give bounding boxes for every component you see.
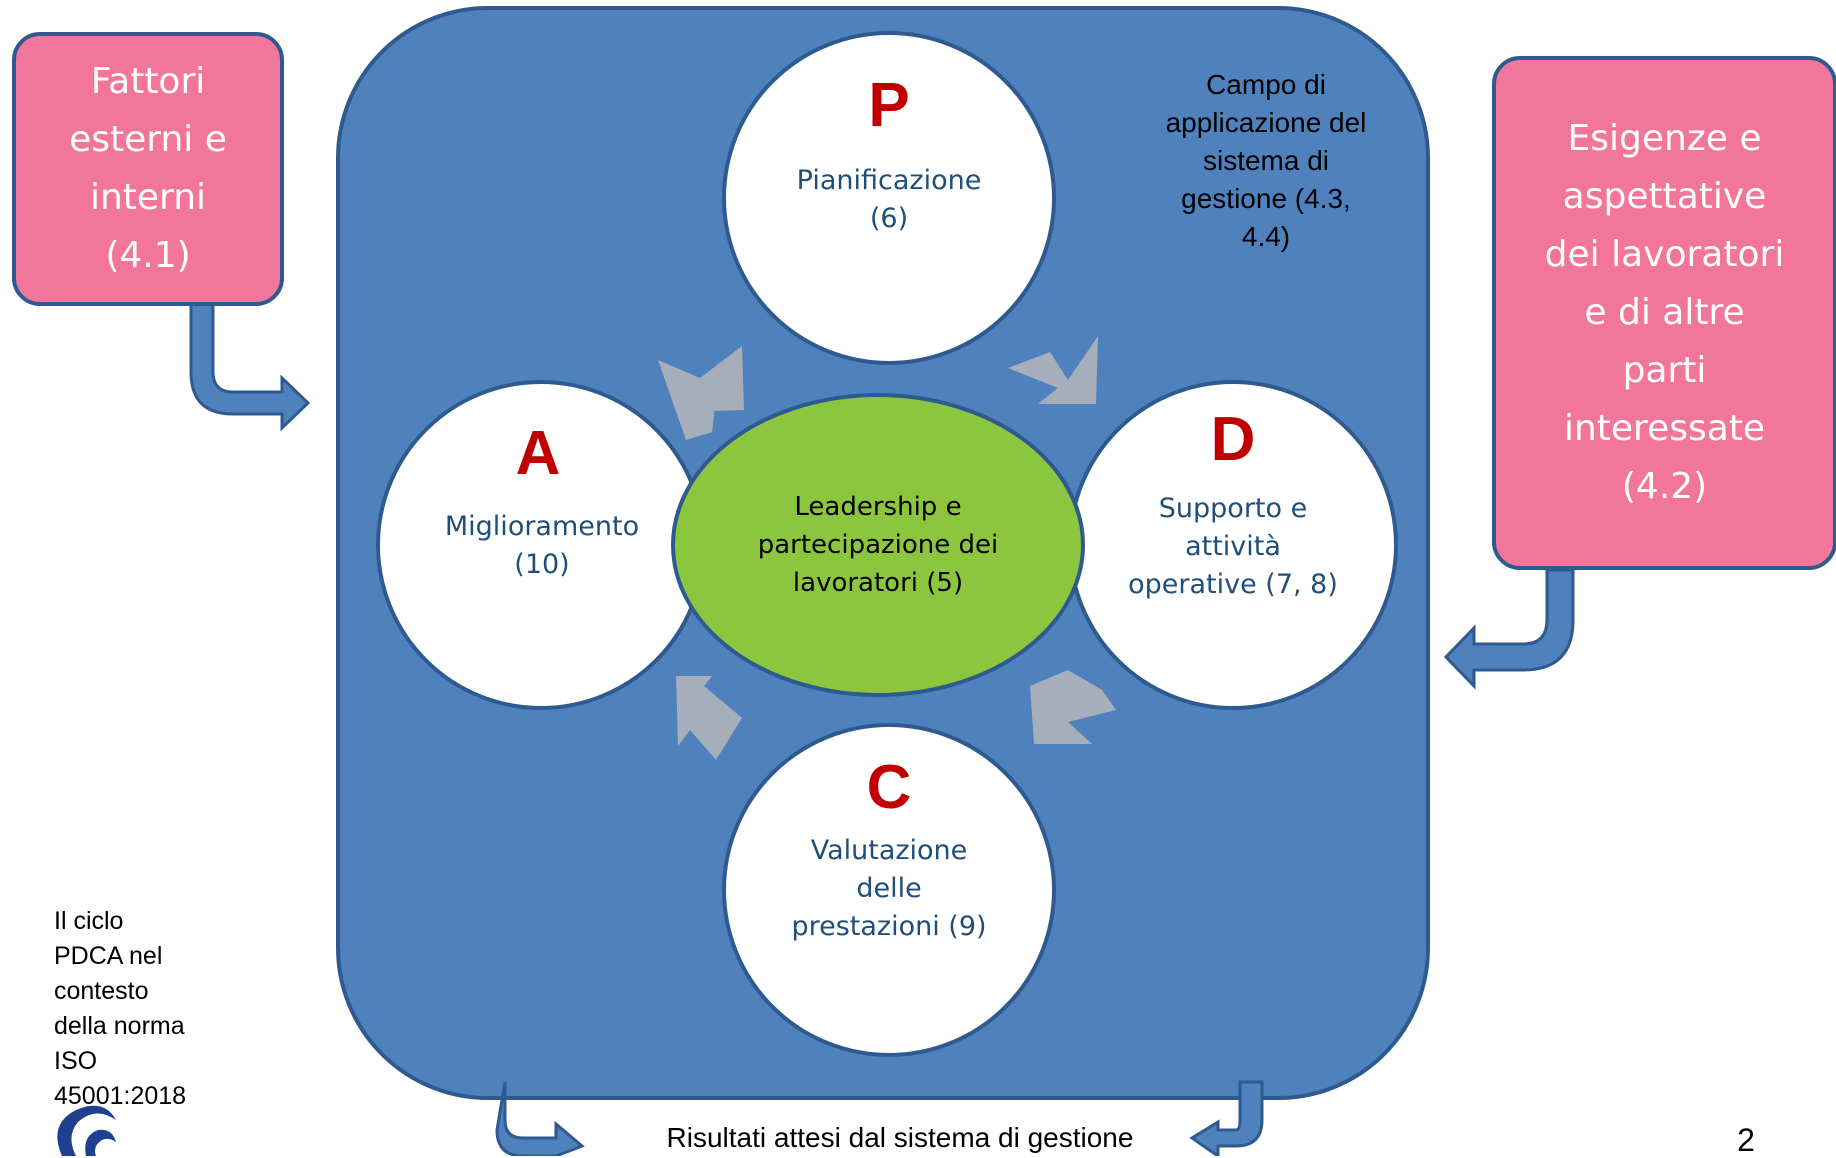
caption: Il ciclo PDCA nel contesto della norma I… [54,907,187,1110]
logo-swirl-icon [57,1105,116,1156]
do-letter: D [1210,405,1256,474]
check-label: Valutazione delle prestazioni (9) [791,835,987,942]
cycle-arrows [658,336,1116,760]
plan-letter: P [868,71,910,140]
page-number: 2 [1737,1122,1755,1158]
do-label: Supporto e attività operative (7, 8) [1128,493,1338,600]
cycle-arrow-plan-to-do [1008,336,1098,404]
cycle-arrow-check-to-act [676,676,742,760]
check-letter: C [866,753,912,822]
check-circle [722,723,1056,1057]
center-ellipse [671,393,1085,697]
scope-label: Campo di applicazione del sistema di ges… [1165,69,1367,252]
plan-circle [722,31,1056,365]
act-label: Miglioramento (10) [444,511,640,580]
external-internal-factors-text: Fattori esterni e interni (4.1) [69,61,227,276]
external-internal-factors-box: Fattori esterni e interni (4.1) [12,32,284,306]
output-arrow-left [495,1081,585,1156]
act-letter: A [515,419,561,488]
results-label: Risultati attesi dal sistema di gestione [666,1122,1134,1153]
output-arrow-right [1189,1080,1264,1156]
stakeholder-needs-box: Esigenze e aspettative dei lavoratori e … [1492,56,1836,570]
center-label: Leadership e partecipazione dei lavorato… [757,492,999,598]
cycle-arrow-act-to-plan [658,346,744,440]
right-input-arrow [1443,568,1575,690]
plan-label: Pianificazione (6) [796,165,982,234]
left-input-arrow [189,298,311,432]
stakeholder-needs-text: Esigenze e aspettative dei lavoratori e … [1544,118,1785,507]
cycle-arrow-do-to-check [1030,670,1116,744]
